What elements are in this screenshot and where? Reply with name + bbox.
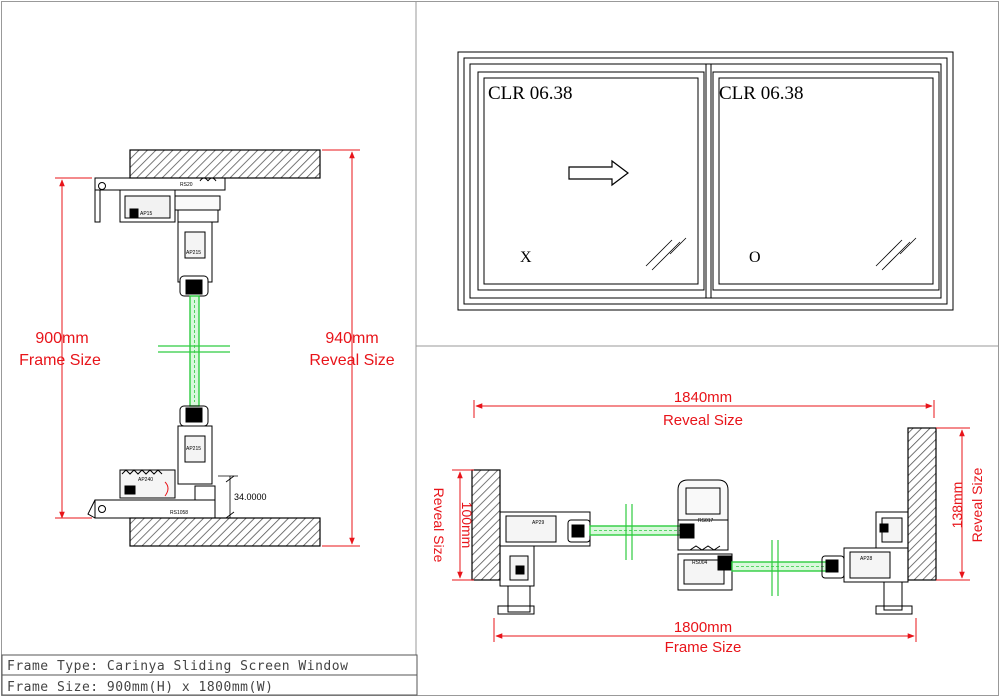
profile-code-rs017: RS017 (698, 518, 714, 524)
elevation-view (457, 51, 954, 311)
right-panel-mark: O (749, 249, 761, 266)
frame-height-dimension (55, 177, 92, 519)
frame-type-label: Frame Type: Carinya Sliding Screen Windo… (7, 659, 348, 674)
frame-height-value: 900mm (35, 330, 88, 347)
right-glass-spec: CLR 06.38 (719, 83, 803, 104)
right-reveal-value: 138mm (949, 482, 965, 529)
frame-width-value: 1800mm (674, 619, 732, 636)
frame-width-caption: Frame Size (665, 639, 742, 656)
reveal-width-value: 1840mm (674, 389, 732, 406)
vertical-break-line (158, 345, 230, 353)
left-horizontal-glazing (589, 525, 687, 536)
vertical-glazing (189, 295, 200, 407)
frame-height-caption: Frame Size (19, 352, 101, 369)
left-panel-mark: X (520, 249, 532, 266)
head-sash-profile (177, 221, 213, 297)
right-jamb-profile (821, 511, 913, 615)
sill-sash-profile (177, 405, 213, 485)
reveal-height-caption: Reveal Size (309, 352, 394, 369)
profile-code-rs20: RS20 (180, 182, 193, 188)
vertical-section: RS20 AP15 AP215 AP215 (19, 149, 395, 547)
title-block (1, 654, 418, 696)
right-glass-reflection (875, 237, 917, 271)
frame-width-dimension (493, 618, 917, 642)
right-jamb-wall-hatch (907, 427, 937, 581)
head-wall-hatch (129, 149, 321, 179)
left-reveal-caption: Reveal Size (431, 488, 447, 563)
profile-code-rs1058: RS1058 (170, 510, 188, 516)
left-jamb-profile (497, 511, 591, 615)
left-glass-spec: CLR 06.38 (488, 83, 572, 104)
profile-code-ap215-bottom: AP215 (186, 446, 201, 452)
right-reveal-caption: Reveal Size (969, 467, 985, 542)
sill-wall-hatch (129, 517, 321, 547)
left-reveal-value: 100mm (459, 502, 475, 549)
sill-height-dimension (218, 475, 238, 519)
right-glazing-break (771, 540, 779, 596)
slide-direction-arrow (568, 159, 629, 187)
left-sash-panel (477, 71, 705, 291)
left-glazing-break (625, 504, 633, 560)
meeting-stile-profile (677, 479, 733, 591)
reveal-width-dimension (473, 400, 935, 418)
left-reveal-dimension (452, 469, 474, 581)
horizontal-section: AP29 RS017 RS004 (431, 389, 985, 656)
profile-code-rs004: RS004 (692, 560, 708, 566)
reveal-height-dimension (322, 149, 360, 547)
left-glass-reflection (645, 237, 687, 271)
profile-code-ap28: AP28 (860, 556, 872, 562)
profile-code-ap29: AP29 (532, 520, 544, 526)
profile-code-ap240: AP240 (138, 477, 153, 483)
profile-code-ap15: AP15 (140, 211, 152, 217)
sill-frame-profile (87, 469, 216, 519)
left-jamb-wall-hatch (471, 469, 501, 581)
profile-code-ap215-top: AP215 (186, 250, 201, 256)
right-horizontal-glazing (731, 561, 829, 572)
right-sash-panel (712, 71, 940, 291)
frame-size-label: Frame Size: 900mm(H) x 1800mm(W) (7, 680, 273, 695)
head-frame-profile (94, 177, 226, 223)
sill-height-value: 34.0000 (234, 492, 267, 502)
reveal-width-caption: Reveal Size (663, 412, 743, 429)
reveal-height-value: 940mm (325, 330, 378, 347)
right-reveal-dimension (936, 427, 970, 581)
